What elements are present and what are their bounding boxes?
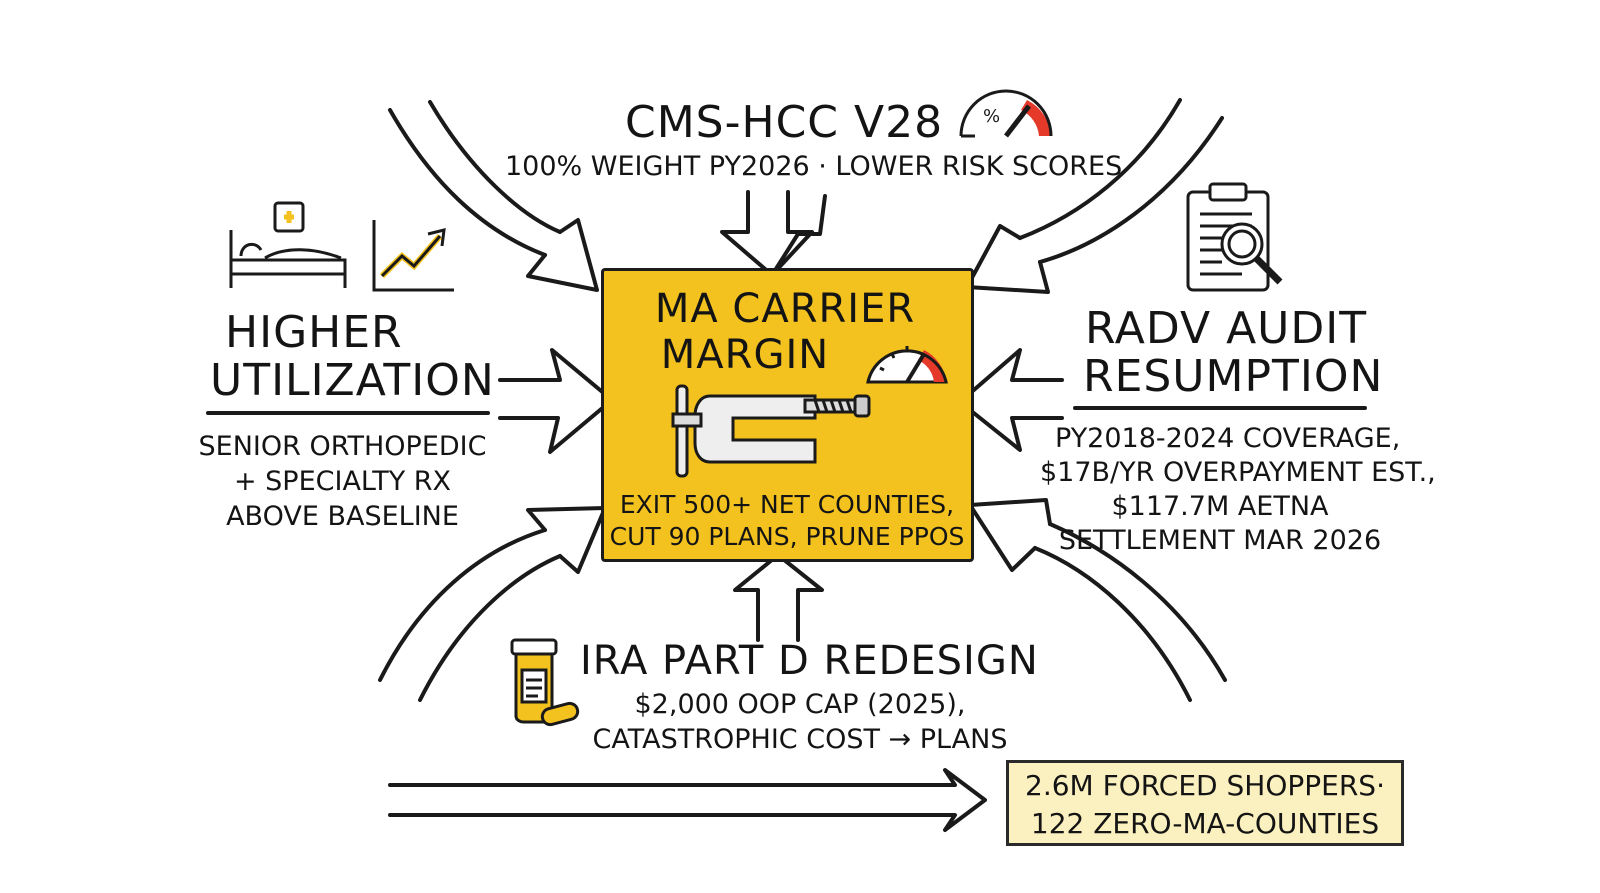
svg-text:%: % (983, 106, 1000, 127)
right-desc-line1: PY2018-2024 COVERAGE, (1055, 423, 1401, 454)
c-clamp-icon (671, 384, 871, 478)
left-desc-line2: + SPECIALTY RX (233, 466, 452, 497)
result-box (1006, 760, 1404, 846)
left-desc-line3: ABOVE BASELINE (226, 501, 459, 532)
arrow-left (498, 348, 614, 454)
hospital-bed-icon (229, 201, 347, 288)
top-subtitle: 100% WEIGHT PY2026 · LOWER RISK SCORES (505, 151, 1123, 182)
right-desc-line4: SETTLEMENT MAR 2026 (1058, 525, 1382, 556)
bottom-desc-line2: CATASTROPHIC COST → PLANS (592, 724, 1008, 755)
left-title-line1: HIGHER (225, 307, 403, 358)
result-line1: 2.6M FORCED SHOPPERS· (1025, 769, 1385, 802)
arrow-curve-top-left (388, 100, 599, 292)
center-action-line2: CUT 90 PLANS, PRUNE PPOs (609, 522, 965, 551)
gauge-icon (866, 346, 948, 384)
right-desc-line2: $17B/YR OVERPAYMENT EST., (1040, 457, 1436, 488)
right-title-line2: RESUMPTION (1083, 351, 1384, 402)
arrow-right (958, 348, 1064, 452)
arrow-to-result (388, 768, 987, 832)
center-title-line1: MA CARRIER (654, 286, 916, 332)
bottom-desc-line1: $2,000 OOP CAP (2025), (634, 689, 966, 720)
result-line2: 122 ZERO-MA-COUNTIES (1030, 807, 1380, 840)
gauge-percent-icon: % (959, 89, 1053, 138)
arrow-bottom (733, 553, 824, 642)
arrow-top-right (772, 194, 827, 274)
pill-bottle-icon (510, 638, 580, 727)
bottom-title: IRA PART D REDESIGN (580, 638, 1039, 684)
left-title-line2: UTILIZATION (210, 355, 495, 406)
clipboard-magnifier-icon (1186, 182, 1283, 292)
top-title: CMS-HCC V28 (625, 97, 944, 148)
right-desc-line3: $117.7M AETNA (1111, 491, 1329, 522)
rising-chart-icon (372, 220, 454, 292)
center-action-line1: EXIT 500+ NET COUNTIES, (619, 490, 955, 519)
center-title-line2: MARGIN (660, 332, 830, 378)
right-title-line1: RADV AUDIT (1085, 303, 1368, 354)
left-desc-line1: SENIOR ORTHOPEDIC (198, 431, 487, 462)
